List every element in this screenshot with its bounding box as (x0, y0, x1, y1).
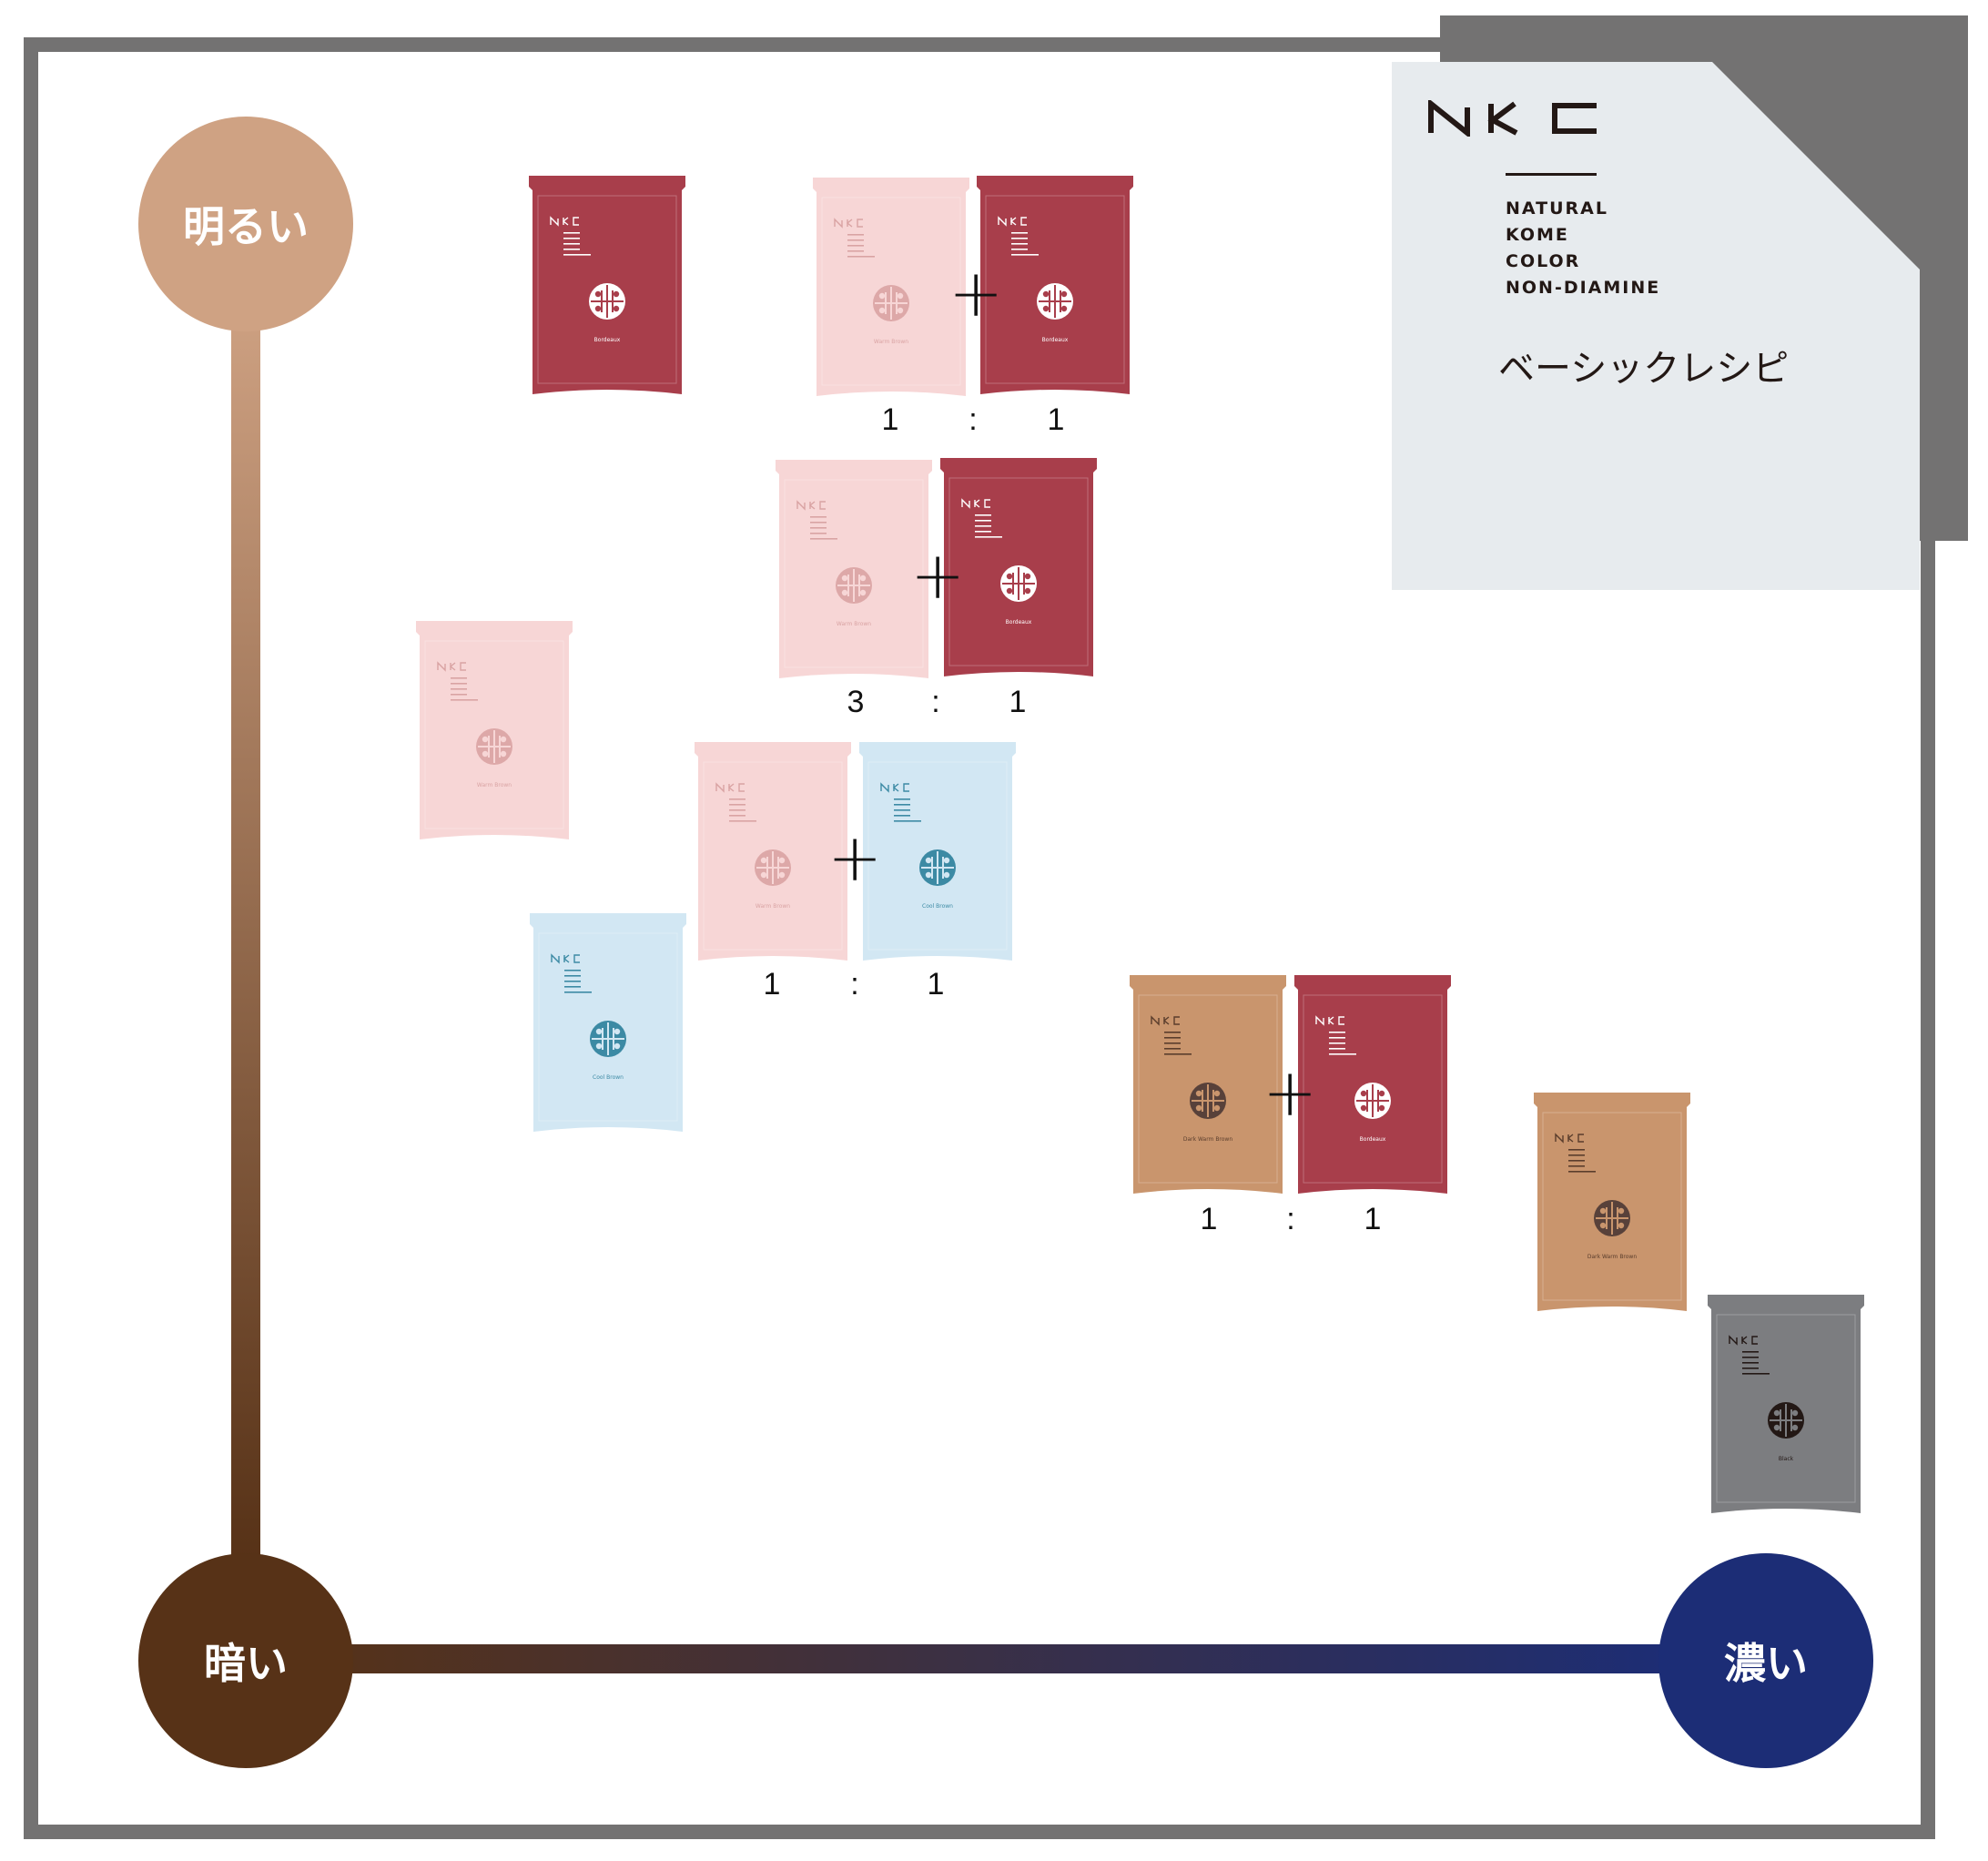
color-package-cool-brown: Cool Brown (859, 742, 1016, 961)
bright-label-circle: 明るい (138, 117, 353, 331)
mini-logo-icon (551, 953, 580, 964)
mini-logo-icon (880, 782, 909, 793)
shade-name-label: Cool Brown (593, 1074, 624, 1081)
tagline-line: NATURAL (1506, 198, 1608, 219)
dark-label-circle: 暗い (138, 1553, 353, 1768)
ratio-left: 1 (1200, 1202, 1218, 1236)
emblem-icon (476, 728, 512, 765)
vertical-axis (231, 290, 260, 1557)
deep-label: 濃い (1724, 1639, 1808, 1688)
shade-name-label: Bordeaux (594, 337, 621, 343)
mini-logo-icon (961, 498, 990, 509)
mini-logo-icon (998, 216, 1027, 227)
dark-label: 暗い (204, 1639, 288, 1688)
color-package-warm-brown: Warm Brown (776, 460, 932, 678)
plus-icon: + (1263, 1054, 1318, 1131)
color-package-bordeaux: Bordeaux (1294, 975, 1451, 1194)
emblem-icon (919, 849, 956, 886)
emblem-icon (836, 567, 872, 604)
mini-logo-icon (1151, 1015, 1180, 1026)
ratio-separator: : (931, 685, 940, 719)
mini-logo-icon (834, 218, 863, 229)
emblem-icon (1768, 1402, 1804, 1439)
mini-logo-icon (1555, 1133, 1584, 1144)
ratio-separator: : (850, 967, 859, 1002)
ratio-right: 1 (1009, 685, 1027, 719)
shade-name-label: Dark Warm Brown (1587, 1254, 1638, 1260)
mini-logo-icon (1315, 1015, 1344, 1026)
tagline-line: KOME (1506, 225, 1569, 245)
color-package-warm-brown: Warm Brown (416, 621, 573, 839)
color-package-cool-brown: Cool Brown (530, 913, 686, 1132)
emblem-icon (1594, 1200, 1630, 1236)
emblem-icon (1037, 283, 1073, 320)
ratio-separator: : (1286, 1202, 1295, 1236)
color-package-dark-warm-brown: Dark Warm Brown (1130, 975, 1286, 1194)
ratio-left: 1 (881, 402, 899, 437)
shade-name-label: Warm Brown (874, 339, 908, 345)
color-package-black: Black (1708, 1295, 1864, 1513)
shade-name-label: Bordeaux (1006, 619, 1032, 625)
ratio-right: 1 (1364, 1202, 1382, 1236)
color-package-bordeaux: Bordeaux (977, 176, 1133, 394)
tagline-line: NON-DIAMINE (1506, 278, 1661, 298)
plus-icon: + (910, 537, 966, 614)
shade-name-label: Bordeaux (1360, 1136, 1386, 1143)
deep-label-circle: 濃い (1658, 1553, 1873, 1768)
mini-logo-icon (715, 782, 745, 793)
ratio-right: 1 (927, 967, 945, 1002)
shade-name-label: Warm Brown (477, 782, 512, 788)
emblem-icon (1000, 565, 1037, 602)
ratio-right: 1 (1047, 402, 1065, 437)
color-package-bordeaux: Bordeaux (940, 458, 1097, 676)
logo-divider (1506, 173, 1597, 176)
shade-name-label: Warm Brown (756, 903, 790, 910)
tagline-line: COLOR (1506, 251, 1581, 271)
plus-icon: + (827, 819, 883, 896)
nkc-logo (1428, 100, 1597, 137)
bright-label: 明るい (183, 202, 309, 251)
recipe-title: ベーシックレシピ (1498, 348, 1790, 390)
shade-name-label: Cool Brown (922, 903, 953, 910)
emblem-icon (590, 1021, 626, 1057)
emblem-icon (589, 283, 625, 320)
mini-logo-icon (1729, 1335, 1758, 1346)
shade-name-label: Dark Warm Brown (1183, 1136, 1233, 1143)
horizontal-axis (291, 1644, 1693, 1673)
shade-name-label: Warm Brown (837, 621, 871, 627)
mini-logo-icon (437, 661, 466, 672)
emblem-icon (1354, 1083, 1391, 1119)
color-package-bordeaux: Bordeaux (529, 176, 685, 394)
ratio-left: 3 (847, 685, 865, 719)
brand-tagline: NATURAL KOME COLOR NON-DIAMINE (1506, 196, 1660, 301)
plus-icon: + (948, 255, 1004, 331)
mini-logo-icon (550, 216, 579, 227)
shade-name-label: Bordeaux (1042, 337, 1069, 343)
shade-name-label: Black (1779, 1456, 1794, 1462)
mini-logo-icon (796, 500, 826, 511)
ratio-left: 1 (763, 967, 781, 1002)
emblem-icon (873, 285, 909, 321)
color-package-warm-brown: Warm Brown (813, 178, 969, 396)
color-package-dark-warm-brown: Dark Warm Brown (1534, 1093, 1690, 1311)
emblem-icon (1190, 1083, 1226, 1119)
emblem-icon (755, 849, 791, 886)
color-package-warm-brown: Warm Brown (695, 742, 851, 961)
ratio-separator: : (969, 402, 978, 437)
